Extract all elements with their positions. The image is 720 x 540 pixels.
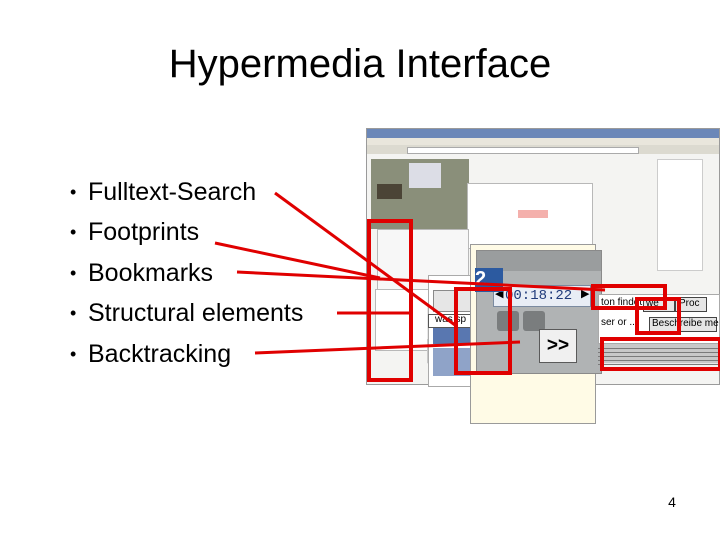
bullet-label: Footprints: [88, 218, 200, 247]
bullet-item-structural-elements: • Structural elements: [70, 294, 303, 335]
page-number: 4: [668, 494, 676, 510]
browser-menu-bar: [367, 138, 719, 145]
bullet-marker: •: [70, 222, 77, 243]
highlight-box-structure: [635, 297, 681, 335]
bullet-list: • Fulltext-Search • Footprints • Bookmar…: [70, 172, 303, 375]
slide-title: Hypermedia Interface: [168, 42, 552, 86]
highlight-box-footprints: [454, 287, 512, 375]
structure-tab-label: we: [646, 298, 659, 309]
highlight-box-bookmarks: [367, 219, 413, 382]
backtracking-forward-button[interactable]: >>: [539, 329, 577, 363]
structure-row-text: ton findet: [601, 297, 643, 308]
bullet-label: Bookmarks: [88, 258, 214, 287]
highlight-box-backtracking: [600, 337, 720, 371]
video-projection-screen: [409, 163, 441, 188]
bullet-marker: •: [70, 181, 77, 202]
structure-tab[interactable]: Beschreibe meine...: [649, 317, 719, 332]
timer-forward-arrow-icon[interactable]: ▶: [581, 288, 590, 300]
structure-row-text: ser or ...: [601, 317, 638, 328]
bullet-item-backtracking: • Backtracking: [70, 334, 303, 375]
connector-fulltext-search: [274, 191, 456, 327]
structure-tab-label: Proc: [679, 298, 700, 309]
connector-backtracking: [254, 340, 521, 355]
bookmark-highlight-field: [518, 210, 548, 218]
timer-back-arrow-icon[interactable]: ◀: [495, 288, 504, 300]
pause-button[interactable]: [523, 311, 545, 331]
timer-value: 00:18:22: [505, 288, 573, 304]
bullet-marker: •: [70, 343, 77, 364]
bullet-label: Fulltext-Search: [88, 177, 257, 206]
bullet-label: Structural elements: [88, 299, 304, 328]
structure-list-panel: ton findet we Proc ser or ... Beschreibe…: [598, 294, 720, 344]
bullet-label: Backtracking: [88, 339, 232, 368]
connector-bookmarks: [236, 270, 606, 292]
video-audience: [377, 184, 402, 199]
bullet-item-bookmarks: • Bookmarks: [70, 253, 303, 294]
bullet-item-fulltext-search: • Fulltext-Search: [70, 172, 303, 213]
connector-footprints: [214, 241, 381, 280]
bullet-item-footprints: • Footprints: [70, 213, 303, 254]
structure-tab-label: Beschreibe meine...: [652, 318, 719, 329]
bullet-marker: •: [70, 303, 77, 324]
timer-window-header: [477, 251, 601, 271]
structure-list-lines: [598, 344, 720, 384]
bullet-marker: •: [70, 262, 77, 283]
structure-tab[interactable]: Proc: [675, 297, 707, 312]
bookmark-panel: [467, 183, 593, 249]
browser-address-bar: [407, 147, 639, 154]
browser-title-bar: [367, 129, 719, 138]
browser-side-panel: [657, 159, 703, 271]
